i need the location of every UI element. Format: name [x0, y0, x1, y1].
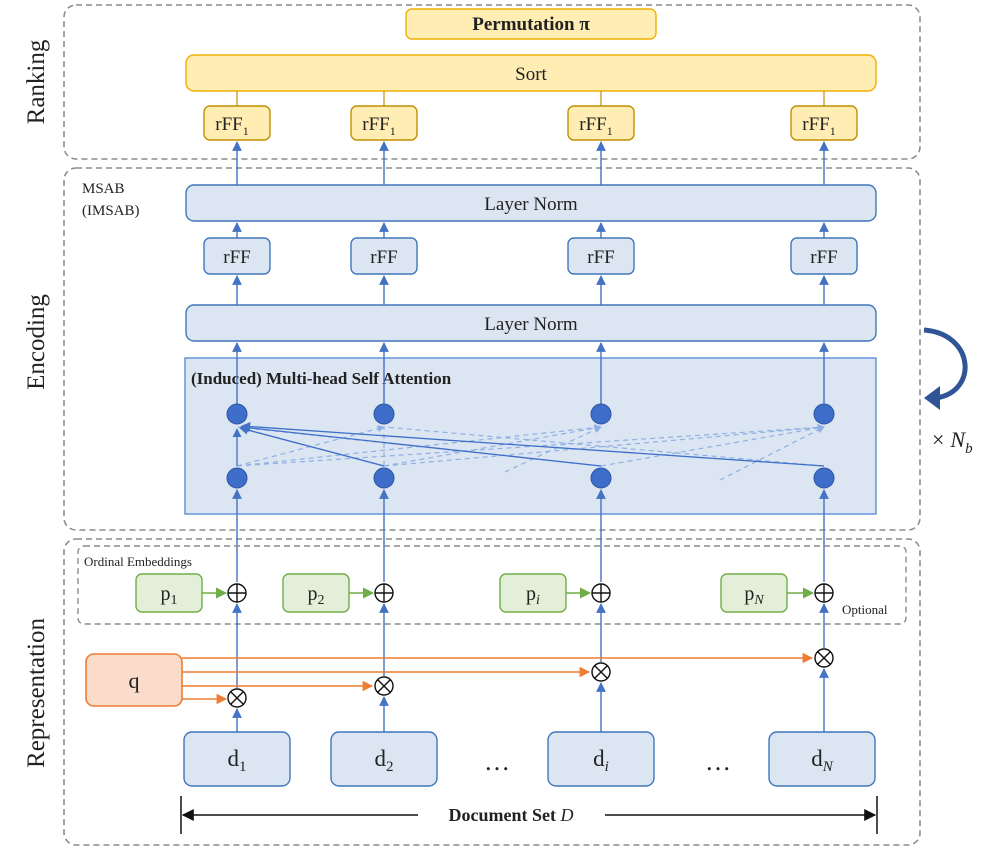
sort-label: Sort	[515, 64, 547, 85]
svg-text:rFF1: rFF1	[802, 114, 835, 138]
svg-text:dN: dN	[811, 746, 834, 775]
attention-output-node-3	[590, 403, 612, 425]
svg-text:d1: d1	[228, 746, 247, 775]
position-embedding-2: p2	[282, 573, 350, 613]
ranking-section-frame	[63, 4, 921, 160]
encoding-label: Encoding	[23, 294, 50, 390]
document-set-label: Document Set D	[449, 805, 574, 825]
encoding-rff-1: rFF	[203, 237, 271, 275]
attention-output-node-4	[813, 403, 835, 425]
multiply-operators	[227, 648, 834, 708]
attention-input-node-3	[590, 467, 612, 489]
multiply-operator-3	[591, 662, 611, 682]
attention-output-node-2	[373, 403, 395, 425]
svg-text:pi: pi	[526, 583, 540, 608]
add-operator-2	[374, 583, 394, 603]
ellipsis-1: …	[484, 747, 510, 776]
ranking-rff-4: rFF1	[790, 105, 858, 141]
msab-label-line1: MSAB	[82, 181, 125, 197]
representation-section-frame	[63, 538, 921, 846]
svg-text:rFF1: rFF1	[215, 114, 248, 138]
svg-text:d2: d2	[375, 746, 394, 775]
multiply-operator-2	[374, 676, 394, 696]
layernorm-to-rff-arrows	[232, 275, 829, 305]
layer-norm-top-box	[185, 184, 877, 222]
repeat-loop-icon	[923, 327, 968, 410]
multiply-operator-4	[814, 648, 834, 668]
add-operator-3	[591, 583, 611, 603]
attention-block	[184, 357, 877, 515]
svg-text:rFF1: rFF1	[579, 114, 612, 138]
ranking-label: Ranking	[23, 39, 50, 124]
add-operator-1	[227, 583, 247, 603]
msab-label-line2: (IMSAB)	[82, 203, 140, 219]
layer-norm-top-label: Layer Norm	[484, 194, 578, 215]
repeat-count-label: ×Nb	[932, 427, 973, 457]
document-to-multiply-arrows	[232, 668, 829, 732]
document-set-bracket	[180, 796, 878, 834]
query-box	[85, 653, 183, 707]
permutation-label: Permutation π	[472, 14, 590, 35]
document-i: di	[547, 731, 655, 787]
ranking-rff-3: rFF1	[567, 105, 635, 141]
document-n: dN	[768, 731, 876, 787]
optional-label: Optional	[842, 602, 888, 617]
encoding-rff-4: rFF	[790, 237, 858, 275]
document-1: d1	[183, 731, 291, 787]
permutation-box	[405, 8, 657, 40]
sort-box	[185, 54, 877, 92]
encoding-rff-3: rFF	[567, 237, 635, 275]
svg-text:pN: pN	[744, 583, 764, 608]
attention-output-nodes	[226, 403, 835, 425]
add-operator-4	[814, 583, 834, 603]
svg-text:rFF: rFF	[223, 247, 250, 268]
layernorm-to-rff1-arrows	[232, 141, 829, 185]
document-2: d2	[330, 731, 438, 787]
encoding-section-frame	[63, 167, 921, 531]
svg-text:p1: p1	[161, 583, 178, 608]
attention-input-node-1	[226, 467, 248, 489]
position-embedding-1: p1	[135, 573, 203, 613]
representation-label: Representation	[23, 618, 50, 768]
rff1-to-sort-arrows	[236, 91, 825, 106]
query-label: q	[129, 668, 140, 693]
svg-text:rFF: rFF	[587, 247, 614, 268]
attention-input-nodes	[226, 467, 835, 489]
ranking-rff-2: rFF1	[350, 105, 418, 141]
svg-text:p2: p2	[308, 583, 325, 608]
add-operators	[227, 583, 834, 603]
attention-title: (Induced) Multi-head Self Attention	[191, 369, 452, 388]
svg-text:rFF1: rFF1	[362, 114, 395, 138]
layer-norm-bottom-box	[185, 304, 877, 342]
attention-input-node-2	[373, 467, 395, 489]
multiply-operator-1	[227, 688, 247, 708]
query-to-multiply-arrows	[182, 652, 814, 705]
ranking-rff-1: rFF1	[203, 105, 271, 141]
layer-norm-bottom-label: Layer Norm	[484, 314, 578, 335]
svg-text:rFF: rFF	[810, 247, 837, 268]
position-embedding-i: pi	[499, 573, 567, 613]
attention-to-layernorm-arrows	[232, 342, 829, 404]
ellipsis-2: …	[705, 747, 731, 776]
rff-to-layernorm-arrows	[232, 222, 829, 238]
encoding-rff-2: rFF	[350, 237, 418, 275]
attention-input-node-4	[813, 467, 835, 489]
embedding-to-attention-arrows	[232, 489, 829, 582]
ordinal-embeddings-label: Ordinal Embeddings	[84, 554, 192, 569]
attention-solid-links	[232, 422, 825, 467]
multiply-to-add-arrows	[232, 603, 829, 688]
position-embedding-n: pN	[720, 573, 788, 613]
svg-text:di: di	[593, 746, 609, 775]
svg-text:rFF: rFF	[370, 247, 397, 268]
attention-output-node-1	[226, 403, 248, 425]
